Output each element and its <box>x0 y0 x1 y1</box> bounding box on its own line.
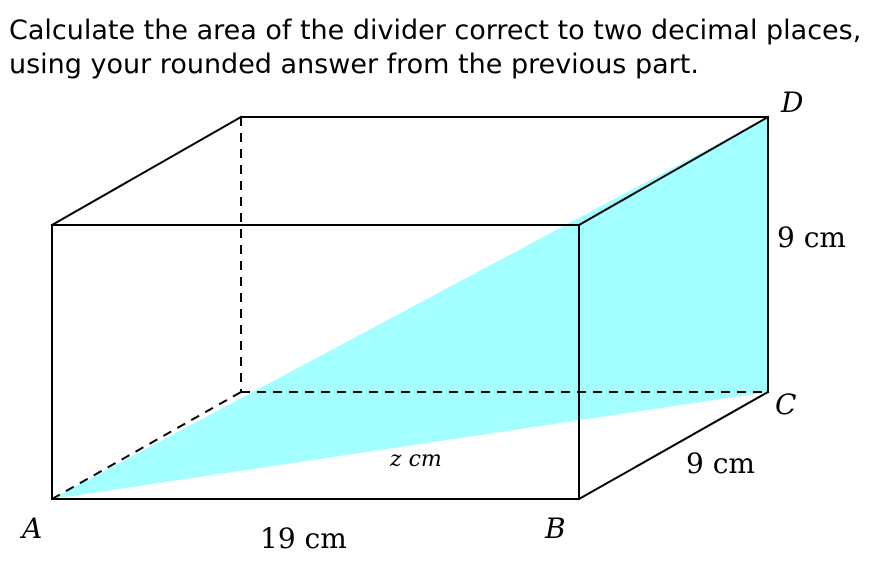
vertex-label-b: B <box>544 512 566 545</box>
front-face <box>51 224 580 500</box>
divider-plane <box>52 117 768 499</box>
visible-edges <box>50 115 770 501</box>
height-label: 9 cm <box>777 221 846 254</box>
hidden-edges <box>51 117 768 500</box>
length-label: 19 cm <box>260 522 347 555</box>
edge-top-left-depth <box>50 115 243 227</box>
vertex-label-c: C <box>775 388 796 421</box>
vertex-label-a: A <box>19 512 42 545</box>
edge-bottom-right-depth <box>577 390 770 501</box>
question-line-2: using your rounded answer from the previ… <box>9 49 699 80</box>
width-label: 9 cm <box>686 447 755 480</box>
vertex-label-d: D <box>780 86 803 119</box>
edge-top-right-depth <box>577 115 770 227</box>
diagonal-label: z cm <box>389 447 442 472</box>
question-text: Calculate the area of the divider correc… <box>9 14 889 82</box>
question-line-1: Calculate the area of the divider correc… <box>9 15 862 46</box>
hidden-edge-left-bottom <box>51 391 242 500</box>
